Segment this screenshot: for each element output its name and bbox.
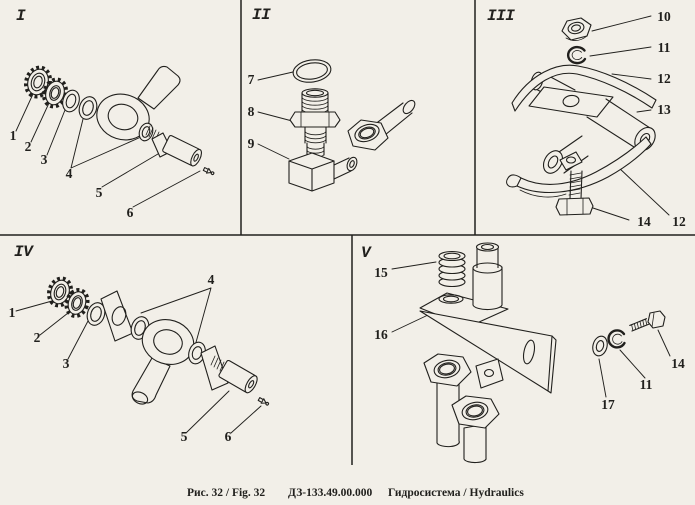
callout: 6 [225, 429, 232, 444]
callout: 9 [248, 136, 255, 151]
ball-joint-body-drawing [141, 319, 195, 365]
clip-plate-drawing [475, 358, 504, 389]
callout: 15 [374, 265, 388, 280]
cylinder-body-drawing [218, 359, 258, 394]
hex-nut-fitting-drawing [451, 395, 500, 464]
panel-label-1: I [16, 7, 26, 25]
washer-drawing [592, 335, 608, 357]
washer-drawing [86, 302, 106, 326]
callout: 4 [208, 272, 215, 287]
washer-drawing [62, 89, 80, 113]
hex-nut-fitting-drawing [423, 353, 472, 448]
callout: 17 [601, 397, 615, 412]
panel-label-5: V [361, 244, 372, 262]
ball-joint-arm-drawing [131, 357, 171, 405]
panel-dividers [0, 0, 695, 465]
callout: 4 [66, 166, 73, 181]
callout: 12 [672, 214, 686, 229]
callout: 5 [181, 429, 188, 444]
spring-drawing [438, 250, 466, 288]
spring-washer-drawing [607, 329, 626, 349]
o-ring-drawing [292, 59, 332, 83]
cylinder-body-drawing [162, 135, 202, 167]
callout: 5 [96, 185, 103, 200]
callout: 2 [25, 139, 32, 154]
callout: 1 [10, 128, 17, 143]
callout: 1 [9, 305, 16, 320]
retainer-plate-drawing [100, 290, 134, 342]
callout: 11 [658, 40, 671, 55]
callout: 3 [63, 356, 70, 371]
grease-fitting-drawing [257, 397, 270, 406]
panel-1-ball-joint-exploded: 1 2 3 4 5 6 [10, 65, 215, 220]
ball-joint-arm-drawing [137, 65, 181, 110]
bolt-drawing [629, 310, 666, 332]
callout: 14 [637, 214, 651, 229]
figure-caption: Рис. 32 / Fig. 32 ДЗ-133.49.00.000 Гидро… [187, 487, 524, 499]
pin-fitting-drawing [472, 242, 503, 311]
callout: 14 [671, 356, 685, 371]
callout: 2 [34, 330, 41, 345]
panel-label-2: II [252, 6, 271, 24]
panel-5-bracket-assembly: 15 16 17 11 14 [374, 242, 685, 464]
caption-drawing-number: ДЗ-133.49.00.000 [288, 487, 372, 499]
grease-fitting-drawing [202, 167, 215, 176]
panel-4-ball-joint-exploded: 1 2 3 4 5 6 [9, 272, 270, 444]
elbow-fitting-drawing [288, 142, 358, 192]
bolt-drawing [555, 170, 594, 216]
star-washer-drawing [64, 288, 90, 318]
castellated-nut-drawing [46, 276, 74, 308]
threaded-stud-drawing [200, 345, 229, 391]
panel-2-fittings: 7 8 9 [248, 59, 416, 192]
panel-label-3: III [487, 7, 515, 25]
callout: 12 [657, 71, 671, 86]
clamp-straps-drawing [506, 64, 657, 198]
panel-label-4: IV [14, 243, 34, 261]
hose-nut-drawing [347, 99, 416, 151]
star-washer-drawing [41, 77, 69, 109]
callout: 8 [248, 104, 255, 119]
callout: 13 [657, 102, 671, 117]
caption-figure-number: Рис. 32 / Fig. 32 [187, 487, 265, 499]
union-fitting-drawing [289, 88, 341, 144]
callout: 10 [657, 9, 671, 24]
callout: 3 [41, 152, 48, 167]
seal-ring-drawing [78, 96, 98, 120]
bracket-drawing [419, 292, 557, 394]
caption-title: Гидросистема / Hydraulics [388, 487, 524, 499]
ball-joint-body-drawing [96, 93, 150, 141]
callout: 7 [248, 72, 255, 87]
callout: 11 [640, 377, 653, 392]
spring-washer-drawing [566, 45, 587, 65]
callout: 6 [127, 205, 134, 220]
panel-3-clamp-assembly: 10 11 12 13 14 12 [506, 9, 686, 229]
nut-drawing [561, 17, 592, 41]
callout: 16 [374, 327, 388, 342]
